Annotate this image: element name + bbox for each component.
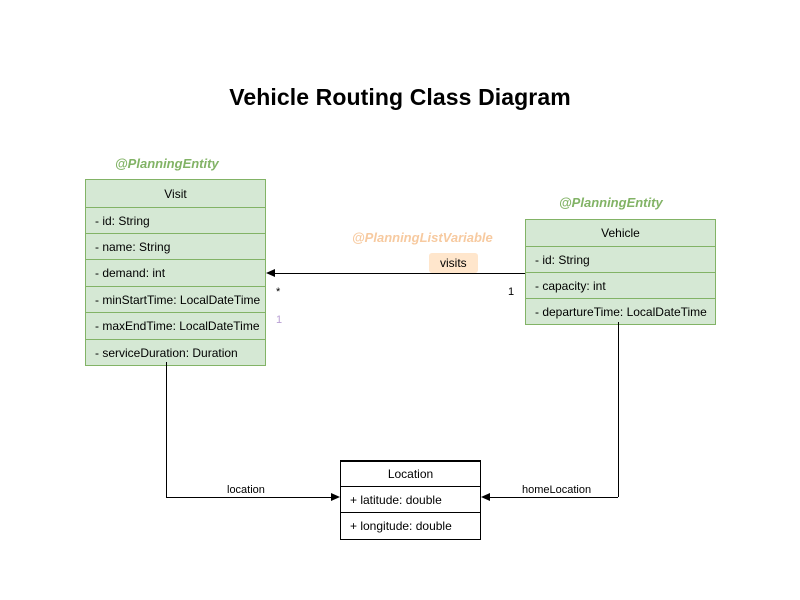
class-box-vehicle[interactable]: Vehicle - id: String - capacity: int - d… bbox=[525, 219, 716, 325]
class-box-visit[interactable]: Visit - id: String - name: String - dema… bbox=[85, 179, 266, 366]
arrowhead-home-location bbox=[481, 492, 490, 501]
class-attribute: - demand: int bbox=[86, 259, 265, 286]
page-title: Vehicle Routing Class Diagram bbox=[229, 84, 571, 110]
annotation-planning-entity-visit: @PlanningEntity bbox=[115, 156, 219, 171]
arrowhead-location bbox=[331, 492, 340, 501]
class-attribute: - departureTime: LocalDateTime bbox=[526, 298, 715, 324]
class-attribute: + longitude: double bbox=[341, 512, 480, 539]
connector-location-vertical bbox=[166, 362, 167, 497]
class-attribute: - capacity: int bbox=[526, 272, 715, 298]
edge-label-home-location: homeLocation bbox=[519, 484, 595, 496]
class-attribute: - maxEndTime: LocalDateTime bbox=[86, 312, 265, 339]
annotation-planning-entity-vehicle: @PlanningEntity bbox=[559, 195, 663, 210]
connector-home-location-vertical bbox=[618, 322, 619, 497]
class-attribute: - minStartTime: LocalDateTime bbox=[86, 286, 265, 312]
class-name-location: Location bbox=[341, 461, 480, 486]
connector-location-horizontal bbox=[166, 497, 331, 498]
class-name-visit: Visit bbox=[164, 186, 187, 201]
edge-label-visits: visits bbox=[429, 253, 478, 273]
class-box-location[interactable]: Location + latitude: double + longitude:… bbox=[340, 460, 481, 540]
class-attribute: - name: String bbox=[86, 233, 265, 259]
class-name-vehicle: Vehicle bbox=[601, 226, 640, 240]
multiplicity-visits-target: * bbox=[276, 286, 281, 298]
multiplicity-visits-extra: 1 bbox=[276, 314, 283, 326]
edge-label-location: location bbox=[224, 484, 268, 496]
class-attribute: - id: String bbox=[86, 207, 265, 233]
class-attribute: + latitude: double bbox=[341, 486, 480, 512]
arrowhead-visits bbox=[266, 268, 275, 277]
class-attribute: - id: String bbox=[526, 246, 715, 272]
annotation-planning-list-variable: @PlanningListVariable bbox=[352, 230, 493, 245]
connector-home-location-horizontal bbox=[490, 497, 618, 498]
class-attribute: - serviceDuration: Duration bbox=[86, 339, 265, 365]
connector-visits-line bbox=[275, 273, 525, 274]
multiplicity-visits-source: 1 bbox=[508, 286, 515, 298]
